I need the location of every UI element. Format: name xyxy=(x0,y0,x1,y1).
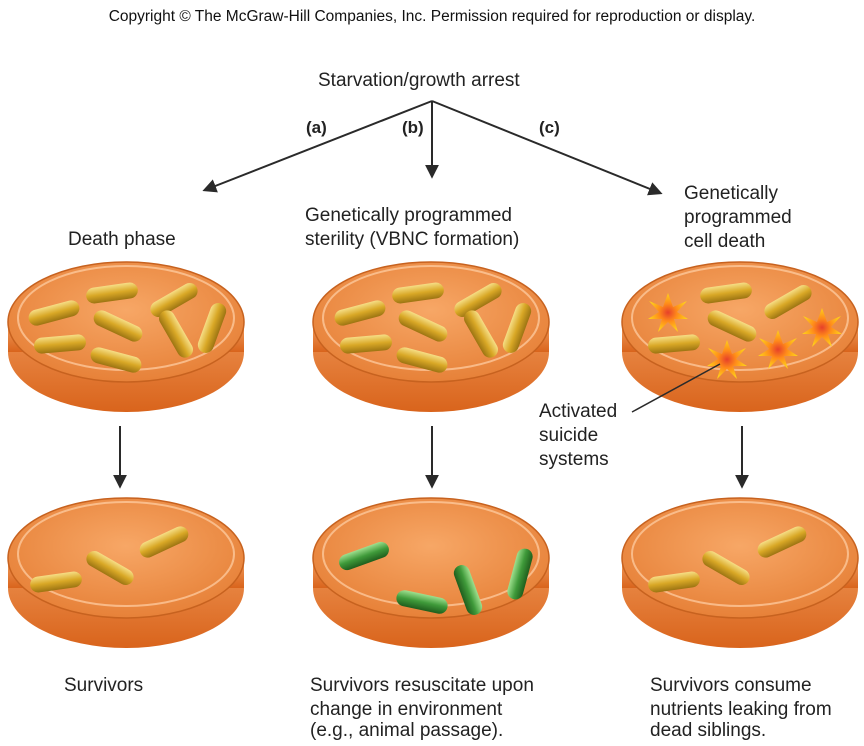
cell xyxy=(396,347,448,373)
cell xyxy=(700,282,752,304)
branch-arrows xyxy=(202,100,663,196)
cell xyxy=(86,282,138,304)
branch-a-letter: (a) xyxy=(306,118,327,137)
cell xyxy=(396,590,448,614)
top-label: Starvation/growth arrest xyxy=(318,70,520,91)
cell xyxy=(757,526,807,558)
cells-top-a xyxy=(28,282,227,373)
cell xyxy=(702,551,750,585)
branch-c-caption-line1: Survivors consume xyxy=(650,675,812,696)
cell xyxy=(93,310,143,342)
branch-c-title-line1: Genetically xyxy=(684,183,778,204)
branch-c-caption-line3: dead siblings. xyxy=(650,720,767,741)
arrow-c xyxy=(431,100,663,196)
branch-c-letter: (c) xyxy=(539,118,560,137)
cell xyxy=(464,310,498,358)
callout-line2: suicide xyxy=(539,425,599,446)
branch-b-caption-line3: (e.g., animal passage). xyxy=(310,720,504,741)
cell xyxy=(150,283,198,317)
cell xyxy=(90,347,142,373)
cell xyxy=(502,303,532,353)
cell xyxy=(764,285,812,319)
cell xyxy=(197,303,227,353)
cells-top-b xyxy=(334,282,532,373)
branch-b-caption-line1: Survivors resuscitate upon xyxy=(310,675,534,696)
cell xyxy=(159,310,193,358)
cell xyxy=(28,300,80,326)
cell xyxy=(707,310,757,342)
cell xyxy=(139,526,189,558)
cell xyxy=(339,541,389,571)
cell xyxy=(392,282,444,304)
cells-bottom-a xyxy=(30,526,189,593)
cell xyxy=(30,571,82,593)
arrow-a xyxy=(202,100,433,193)
cells-bottom-c xyxy=(648,526,807,593)
burst xyxy=(758,330,798,369)
branch-a-title: Death phase xyxy=(68,229,176,250)
branch-c-title-line2: programmed xyxy=(684,207,792,228)
burst xyxy=(707,340,747,379)
cell xyxy=(34,334,86,354)
cells-top-c xyxy=(648,282,812,354)
copyright-notice: Copyright © The McGraw-Hill Companies, I… xyxy=(108,8,756,25)
cell xyxy=(453,565,483,615)
branch-b-title-line2: sterility (VBNC formation) xyxy=(305,229,520,250)
cell xyxy=(398,310,448,342)
branch-b-letter: (b) xyxy=(402,118,424,137)
branch-c-title-line3: cell death xyxy=(684,231,766,252)
cell xyxy=(334,300,386,326)
cell xyxy=(86,551,134,585)
cells-bottom-b xyxy=(339,541,533,615)
branch-b-title-line1: Genetically programmed xyxy=(305,205,512,226)
burst xyxy=(802,308,842,347)
cell xyxy=(648,334,700,354)
cell xyxy=(507,548,533,600)
callout-line3: systems xyxy=(539,449,609,470)
cell xyxy=(454,283,502,317)
cell xyxy=(648,571,700,593)
callout-line1: Activated xyxy=(539,401,618,422)
cell xyxy=(340,334,392,354)
branch-b-caption-line2: change in environment xyxy=(310,699,503,720)
suicide-bursts xyxy=(648,293,842,379)
burst xyxy=(648,293,688,332)
branch-a-caption: Survivors xyxy=(64,675,144,696)
branch-c-caption-line2: nutrients leaking from xyxy=(650,699,832,720)
down-arrows xyxy=(113,426,749,489)
callout-leader xyxy=(631,363,721,413)
